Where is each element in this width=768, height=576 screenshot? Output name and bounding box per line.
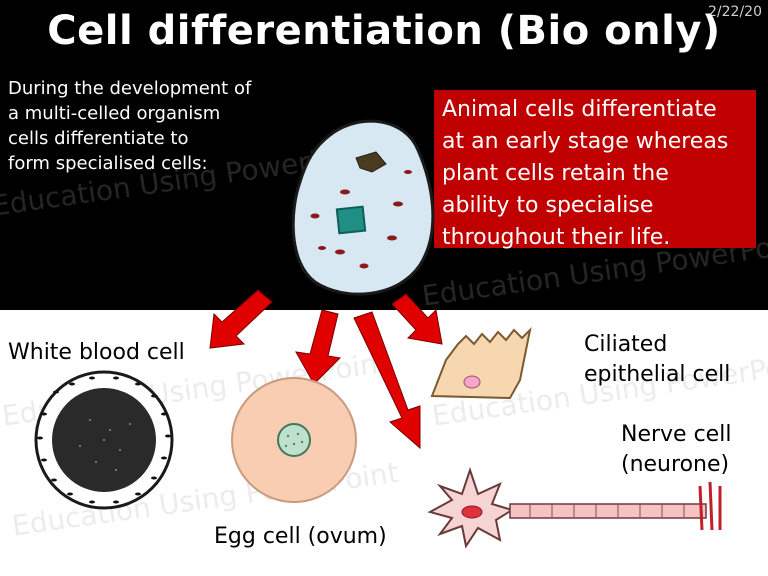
intro-line: form specialised cells: — [8, 153, 208, 174]
label-egg-cell: Egg cell (ovum) — [214, 524, 387, 549]
slide-date: 2/22/20 — [708, 4, 762, 20]
egg-cell-icon — [231, 377, 357, 503]
callout-line: Animal cells differentiate — [442, 97, 717, 122]
callout-line: ability to specialise — [442, 193, 654, 218]
intro-line: During the development of — [8, 78, 252, 99]
label-line: (neurone) — [621, 452, 730, 477]
white-blood-cell-icon — [34, 370, 174, 510]
intro-line: a multi-celled organism — [8, 103, 221, 124]
nerve-cell-icon — [427, 466, 722, 549]
callout-line: plant cells retain the — [442, 161, 669, 186]
callout-line: throughout their life. — [442, 225, 671, 250]
label-ciliated-epithelial-cell: Ciliated epithelial cell — [584, 330, 764, 390]
ciliated-cell-icon — [430, 326, 532, 400]
label-nerve-cell: Nerve cell (neurone) — [621, 420, 761, 480]
callout-box: Animal cells differentiate at an early s… — [434, 90, 756, 250]
label-line: Nerve cell — [621, 422, 732, 447]
arrow-icon — [209, 289, 443, 450]
stem-cell-icon — [291, 119, 435, 296]
label-line: epithelial cell — [584, 362, 731, 387]
label-line: Ciliated — [584, 332, 668, 357]
intro-line: cells differentiate to — [8, 128, 189, 149]
intro-text: During the development of a multi-celled… — [8, 76, 298, 176]
callout-line: at an early stage whereas — [442, 129, 729, 154]
slide-title: Cell differentiation (Bio only) — [47, 8, 721, 54]
label-white-blood-cell: White blood cell — [8, 340, 185, 365]
